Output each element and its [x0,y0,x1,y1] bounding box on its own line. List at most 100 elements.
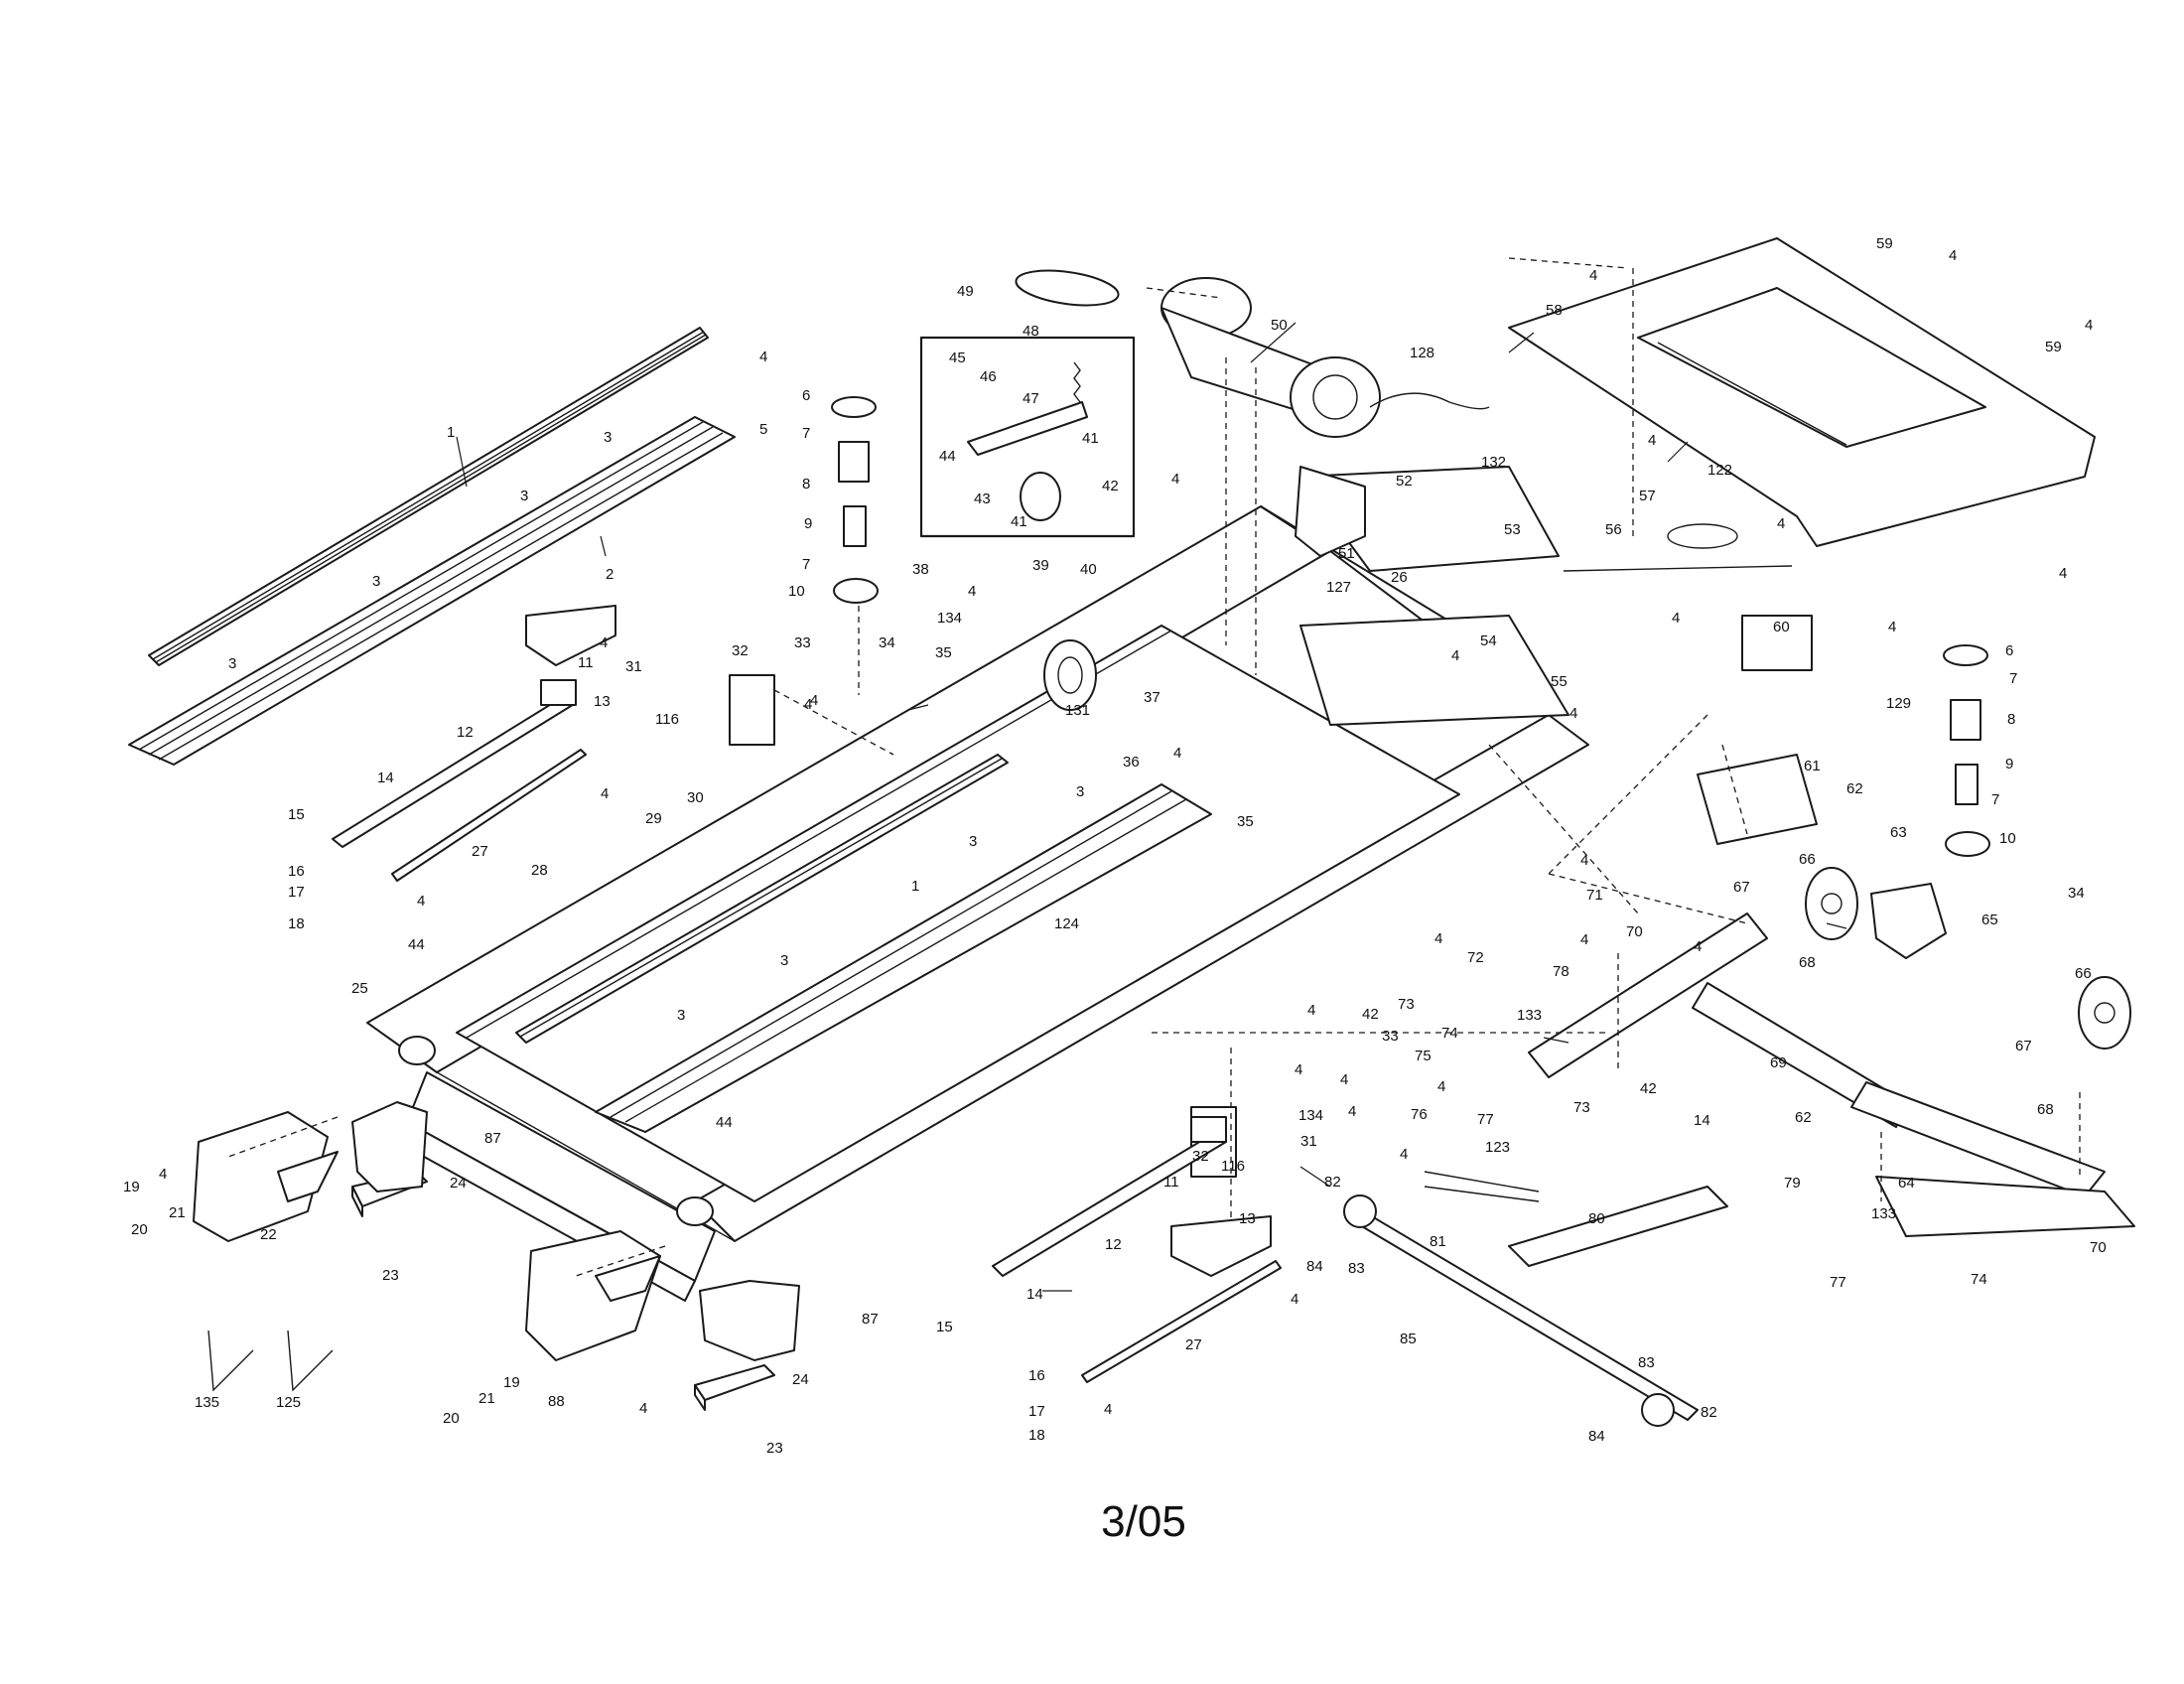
callout-59: 59 [1876,235,1893,252]
callout-25: 25 [351,980,368,997]
callout-60: 60 [1773,619,1790,635]
callout-83: 83 [1348,1260,1365,1277]
callout-17: 17 [1028,1403,1045,1420]
callout-62: 62 [1795,1109,1812,1126]
callout-34: 34 [879,634,895,651]
callout-28: 28 [531,862,548,879]
callout-4: 4 [417,893,425,910]
callout-6: 6 [802,387,810,404]
callout-66: 66 [1799,851,1816,868]
belt-guard-right [699,1280,800,1361]
callout-116: 116 [1221,1158,1245,1175]
controller-board [1697,754,1818,845]
callout-135: 135 [195,1394,219,1411]
callout-54: 54 [1480,632,1497,649]
base-crossbar [1528,912,2106,1197]
callout-3: 3 [520,488,528,504]
callout-4: 4 [1589,267,1597,284]
motor-belt [1015,269,1120,307]
callout-24: 24 [450,1175,467,1192]
callout-15: 15 [936,1319,953,1335]
spring-stack-left [831,396,879,604]
page-reference: 3/05 [1101,1497,1186,1546]
callout-133: 133 [1871,1205,1896,1222]
isolator-left [729,674,775,746]
callout-77: 77 [1830,1274,1846,1291]
callout-42: 42 [1362,1006,1379,1023]
callout-5: 5 [759,421,767,438]
callout-64: 64 [1898,1175,1915,1192]
callout-14: 14 [1694,1112,1710,1129]
callout-8: 8 [802,476,810,492]
callout-58: 58 [1546,302,1563,319]
callout-124: 124 [1054,915,1079,932]
callout-88: 88 [548,1393,565,1410]
callout-41: 41 [1082,430,1099,447]
leveler-foot-left [525,605,616,666]
callout-21: 21 [169,1204,186,1221]
callout-18: 18 [1028,1427,1045,1444]
transformer [1741,615,1813,671]
callout-74: 74 [1441,1025,1458,1042]
callout-44: 44 [939,448,956,465]
callout-31: 31 [625,658,642,675]
callout-125: 125 [276,1394,301,1411]
callout-27: 27 [472,843,488,860]
callout-4: 4 [1437,1078,1445,1095]
callout-53: 53 [1504,521,1521,538]
callout-34: 34 [2068,885,2085,902]
callout-15: 15 [288,806,305,823]
callout-70: 70 [1626,923,1643,940]
callout-4: 4 [1672,610,1680,627]
callout-11: 11 [1163,1174,1179,1191]
callout-26: 26 [1391,569,1408,586]
callout-77: 77 [1477,1111,1494,1128]
incline-motor [1870,883,1947,959]
callout-3: 3 [969,833,977,850]
callout-4: 4 [759,349,767,365]
callout-29: 29 [645,810,662,827]
callout-4: 4 [1291,1291,1298,1308]
callout-42: 42 [1640,1080,1657,1097]
callout-51: 51 [1338,545,1355,562]
motor-hood [1508,237,2096,547]
callout-1: 1 [911,878,919,895]
callout-7: 7 [2009,670,2017,687]
front-roller [398,1036,436,1065]
callout-134: 134 [937,610,962,627]
callout-69: 69 [1770,1054,1787,1071]
callout-37: 37 [1144,689,1160,706]
callout-13: 13 [1239,1210,1256,1227]
stop-cord [1369,392,1490,410]
callout-4: 4 [1340,1071,1348,1088]
callout-45: 45 [949,350,966,366]
callout-4: 4 [600,634,608,651]
callout-46: 46 [980,368,997,385]
callout-59: 59 [2045,339,2062,355]
drive-motor [1160,277,1381,438]
callout-44: 44 [408,936,425,953]
leveler-foot-right [1170,1215,1272,1277]
callout-68: 68 [1799,954,1816,971]
callout-35: 35 [935,644,952,661]
callout-81: 81 [1430,1233,1446,1250]
callout-116: 116 [655,711,679,728]
callout-123: 123 [1485,1139,1510,1156]
callout-131: 131 [1065,702,1090,719]
callout-4: 4 [968,583,976,600]
callout-67: 67 [1733,879,1750,896]
end-cap-left [193,1111,339,1242]
callout-72: 72 [1467,949,1484,966]
callout-70: 70 [2090,1239,2107,1256]
callout-82: 82 [1324,1174,1341,1191]
callout-38: 38 [912,561,929,578]
callout-8: 8 [2007,711,2015,728]
callout-83: 83 [1638,1354,1655,1371]
callout-40: 40 [1080,561,1097,578]
callout-21: 21 [478,1390,495,1407]
callout-4: 4 [810,692,818,709]
callout-4: 4 [1888,619,1896,635]
callout-32: 32 [732,642,749,659]
callout-132: 132 [1481,454,1506,471]
callout-16: 16 [1028,1367,1045,1384]
